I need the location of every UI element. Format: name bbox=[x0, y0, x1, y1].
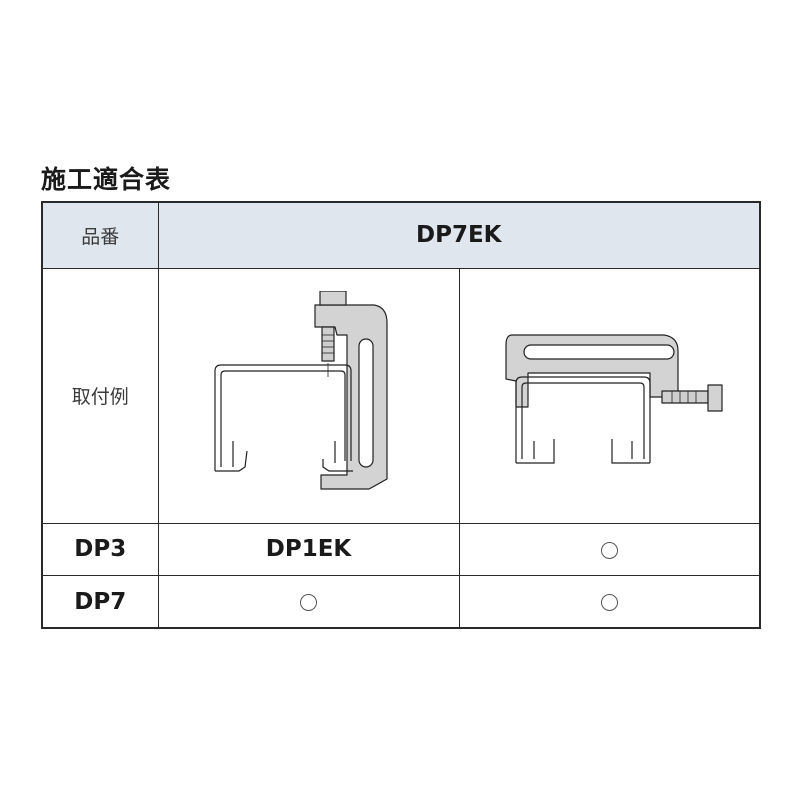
compatible-circle-icon bbox=[600, 594, 618, 612]
compatible-circle-icon bbox=[300, 594, 317, 612]
installation-example-row: 取付例 bbox=[41, 267, 761, 524]
side-clamp-mount-illustration bbox=[213, 290, 388, 490]
compat-cell: DP1EK bbox=[157, 522, 460, 577]
row-label-cell: DP7 bbox=[41, 575, 159, 630]
table-row: DP3 DP1EK bbox=[41, 522, 761, 577]
product-number-header-cell: 品番 bbox=[41, 200, 159, 269]
installation-example-cell-1 bbox=[157, 267, 460, 524]
row-label: DP7 bbox=[74, 588, 127, 615]
compat-cell bbox=[458, 522, 761, 577]
page-title: 施工適合表 bbox=[41, 165, 172, 194]
installation-example-label-cell: 取付例 bbox=[41, 267, 159, 524]
compat-cell bbox=[458, 575, 761, 630]
table-row: DP7 bbox=[41, 575, 761, 630]
compat-cell bbox=[157, 575, 460, 630]
product-name-header-cell: DP7EK bbox=[157, 200, 761, 269]
top-clamp-mount-illustration bbox=[505, 334, 723, 464]
product-name: DP7EK bbox=[416, 222, 502, 249]
product-number-label: 品番 bbox=[81, 225, 120, 248]
installation-example-label: 取付例 bbox=[71, 386, 129, 409]
compatibility-table: 品番 DP7EK 取付例 bbox=[41, 200, 761, 630]
table-header-row: 品番 DP7EK bbox=[41, 200, 761, 269]
compat-value: DP1EK bbox=[265, 536, 352, 563]
row-label-cell: DP3 bbox=[41, 522, 159, 577]
row-label: DP3 bbox=[74, 536, 127, 563]
compatible-circle-icon bbox=[600, 541, 618, 559]
installation-example-cell-2 bbox=[458, 267, 761, 524]
